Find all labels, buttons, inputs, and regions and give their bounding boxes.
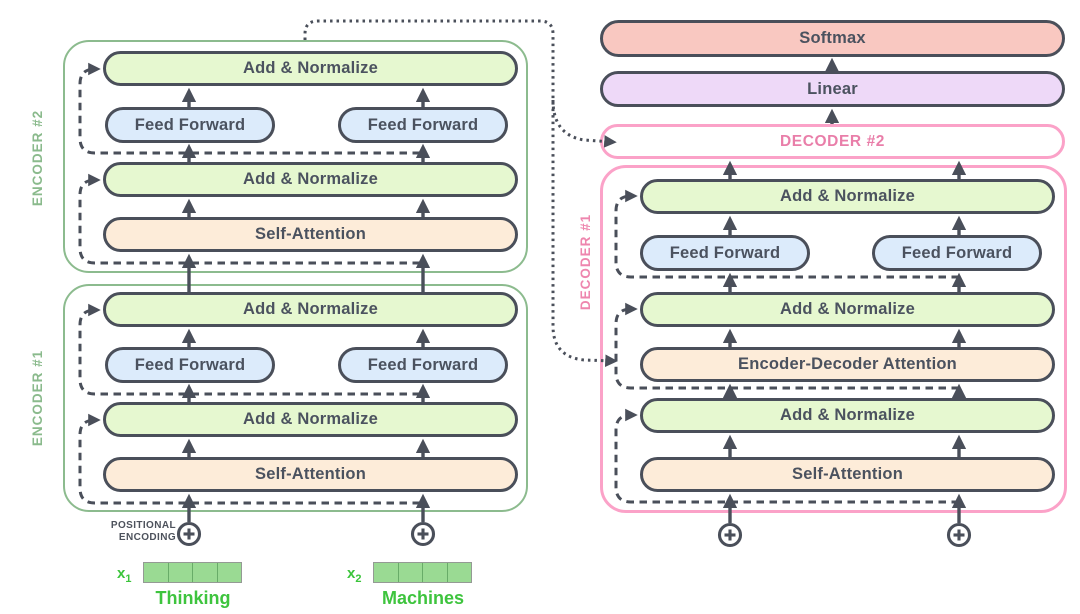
vector-cell [218, 563, 242, 582]
decoder1-label: DECODER #1 [578, 213, 593, 311]
token2-subscript: 2 [355, 573, 362, 585]
encoder1-self-attention: Self-Attention [103, 457, 518, 492]
encoder2-feed-forward-left: Feed Forward [105, 107, 275, 143]
token1-symbol: x [117, 565, 126, 582]
encoder1-box [63, 284, 528, 512]
vector-cell [399, 563, 423, 582]
encoder1-add-normalize-top: Add & Normalize [103, 292, 518, 327]
token1-word: Thinking [155, 588, 231, 608]
token2-symbol: x [347, 565, 356, 582]
plus-circle-icon [410, 521, 436, 547]
encoder1-feed-forward-right: Feed Forward [338, 347, 508, 383]
vector-cell [448, 563, 472, 582]
decoder1-add-normalize-bottom: Add & Normalize [640, 398, 1055, 433]
positional-encoding-line2: ENCODING [118, 531, 176, 543]
decoder1-self-attention: Self-Attention [640, 457, 1055, 492]
decoder1-encoder-decoder-attention: Encoder-Decoder Attention [640, 347, 1055, 382]
decoder1-add-normalize-top: Add & Normalize [640, 179, 1055, 214]
vector-cell [193, 563, 218, 582]
vector-cell [169, 563, 193, 582]
plus-circle-icon [717, 522, 743, 548]
token2-word: Machines [381, 588, 465, 608]
token1-vector-label: x1 [117, 565, 131, 585]
linear-layer: Linear [600, 71, 1065, 107]
plus-circle-icon [946, 522, 972, 548]
encoder2-label: ENCODER #2 [30, 109, 45, 207]
encoder2-self-attention: Self-Attention [103, 217, 518, 252]
vector-cell [423, 563, 448, 582]
token2-vector-label: x2 [347, 565, 361, 585]
token1-embedding-vector [143, 562, 242, 583]
encoder2-add-normalize-bottom: Add & Normalize [103, 162, 518, 197]
positional-encoding-line1: POSITIONAL [110, 520, 176, 531]
encoder1-feed-forward-left: Feed Forward [105, 347, 275, 383]
plus-circle-icons [176, 521, 972, 548]
token1-subscript: 1 [125, 573, 132, 585]
decoder1-add-normalize-mid: Add & Normalize [640, 292, 1055, 327]
plus-circle-icon [176, 521, 202, 547]
encoder1-label: ENCODER #1 [30, 349, 45, 447]
encoder1-add-normalize-bottom: Add & Normalize [103, 402, 518, 437]
encoder2-feed-forward-right: Feed Forward [338, 107, 508, 143]
positional-encoding-caption: POSITIONAL ENCODING [76, 520, 176, 543]
decoder2-box: DECODER #2 [600, 124, 1065, 159]
encoder2-add-normalize-top: Add & Normalize [103, 51, 518, 86]
softmax-layer: Softmax [600, 20, 1065, 57]
decoder2-label: DECODER #2 [779, 132, 886, 150]
decoder1-feed-forward-right: Feed Forward [872, 235, 1042, 271]
decoder1-feed-forward-left: Feed Forward [640, 235, 810, 271]
vector-cell [144, 563, 169, 582]
token2-embedding-vector [373, 562, 472, 583]
vector-cell [374, 563, 399, 582]
